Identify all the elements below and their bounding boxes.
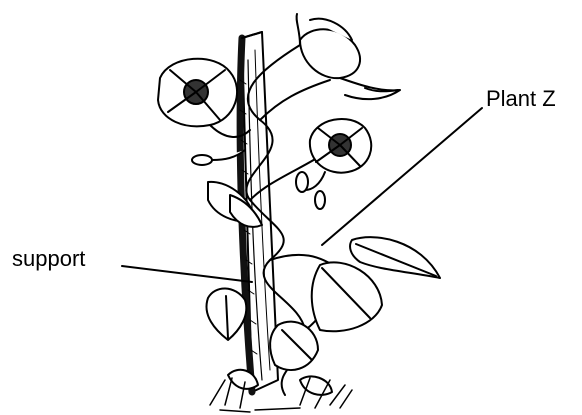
plant-z-label: Plant Z (486, 86, 556, 112)
support-label: support (12, 246, 85, 272)
flower-middle (305, 119, 371, 190)
support-pointer-line (122, 266, 252, 282)
flower-top-right (300, 29, 400, 99)
flower-top-left (158, 59, 250, 137)
